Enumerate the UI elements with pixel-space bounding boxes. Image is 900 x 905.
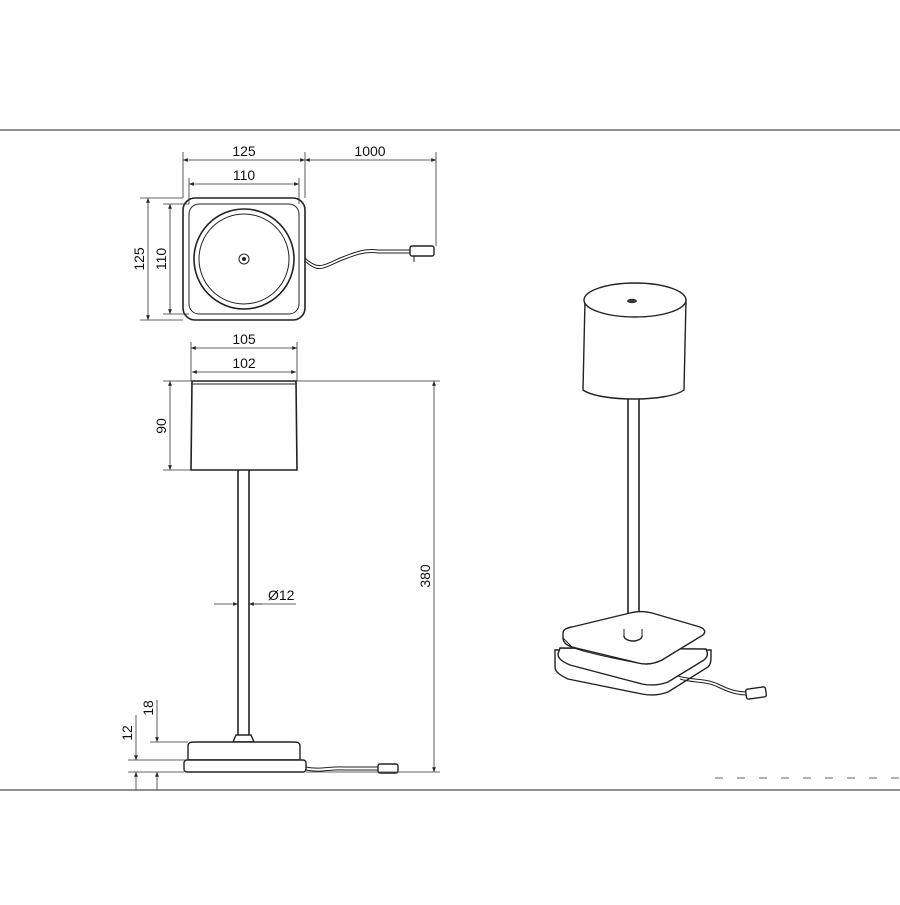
- perspective-shade: [582, 299, 687, 400]
- top-view-dimensions: 125 110 1000 125 110: [131, 143, 437, 321]
- dim-inner-height: 110: [153, 248, 169, 271]
- perspective-touch-switch: [627, 298, 637, 304]
- base-outline-inner: [188, 203, 300, 315]
- usb-connector: [409, 245, 435, 257]
- touch-switch-dot: [242, 257, 246, 261]
- shade-inner-circle: [198, 213, 290, 305]
- perspective-view: [554, 282, 768, 700]
- dim-outer-width: 125: [232, 143, 256, 159]
- frame: [0, 129, 900, 791]
- side-view: [183, 380, 399, 774]
- shade-top-circle: [193, 208, 295, 310]
- perspective-usb-connector: [744, 686, 768, 700]
- perspective-cable: [677, 675, 749, 693]
- top-view: [182, 197, 435, 321]
- stem-collar: [231, 734, 256, 743]
- dim-shade-height: 90: [153, 418, 169, 434]
- cable: [304, 249, 410, 266]
- dim-base-plate-height: 12: [119, 725, 135, 741]
- dim-total-height: 380: [417, 564, 433, 588]
- dim-shade-top-width: 105: [232, 331, 256, 347]
- base-plate: [183, 759, 307, 773]
- side-usb-connector: [377, 763, 399, 774]
- dim-shade-bottom-width: 102: [232, 355, 256, 371]
- dim-outer-height: 125: [131, 247, 147, 271]
- touch-switch: [238, 253, 250, 265]
- dim-inner-width: 110: [233, 167, 256, 183]
- dim-cable-length: 1000: [354, 143, 385, 159]
- side-cable: [305, 766, 378, 769]
- base-top: [187, 741, 301, 761]
- shade-side: [190, 380, 298, 471]
- side-view-dimensions: 105 102 90 380 Ø12 18 12: [119, 331, 440, 790]
- dim-base-height: 18: [140, 700, 156, 716]
- dim-stem-diameter: Ø12: [268, 587, 295, 603]
- base-outline-outer: [182, 197, 306, 321]
